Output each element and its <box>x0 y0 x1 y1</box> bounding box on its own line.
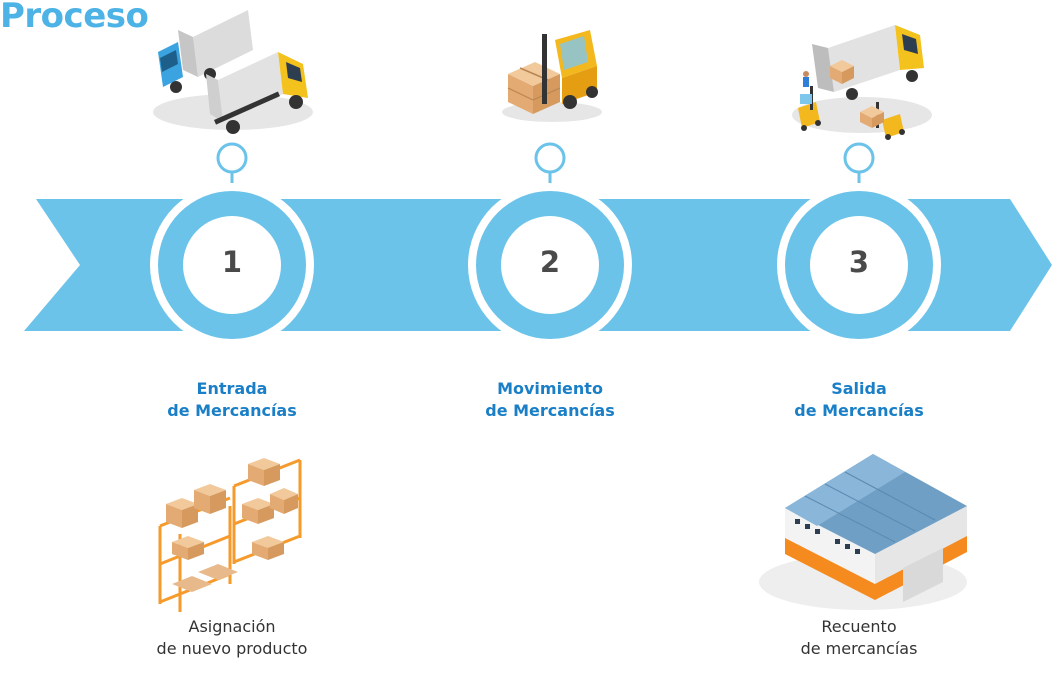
connector-2 <box>534 142 566 199</box>
page-title: Proceso <box>0 0 149 36</box>
step-3-label-line1: Salida <box>831 379 887 398</box>
delivery-trucks-icon <box>148 2 318 137</box>
node-circle-3 <box>777 183 941 347</box>
truck-loading-icon <box>790 20 935 142</box>
step-3-label-line2: de Mercancías <box>794 401 924 420</box>
warehouse-shelves-icon <box>152 446 310 612</box>
forklift-icon <box>500 22 605 124</box>
step-1-label-line1: Entrada <box>196 379 268 398</box>
step-3-label: Salida de Mercancías <box>759 378 959 422</box>
sub-item-1-label-line2: de nuevo producto <box>156 639 308 658</box>
sub-item-2-label-line1: Recuento <box>821 617 897 636</box>
step-2-label-line2: de Mercancías <box>485 401 615 420</box>
step-2-node: 2 <box>500 245 600 285</box>
step-1-label: Entrada de Mercancías <box>132 378 332 422</box>
step-2-label: Movimiento de Mercancías <box>450 378 650 422</box>
node-circle-2 <box>468 183 632 347</box>
step-3-node: 3 <box>809 245 909 285</box>
step-2-number: 2 <box>539 245 561 279</box>
sub-item-2-label-line2: de mercancías <box>800 639 918 658</box>
sub-item-2-label: Recuento de mercancías <box>749 616 969 660</box>
sub-item-1-label-line1: Asignación <box>188 617 276 636</box>
warehouse-building-icon <box>755 442 973 614</box>
step-1-number: 1 <box>221 245 243 279</box>
node-circle-1 <box>150 183 314 347</box>
step-1-label-line2: de Mercancías <box>167 401 297 420</box>
step-3-number: 3 <box>848 245 870 279</box>
sub-item-1-label: Asignación de nuevo producto <box>122 616 342 660</box>
step-2-label-line1: Movimiento <box>497 379 603 398</box>
step-1-node: 1 <box>182 245 282 285</box>
